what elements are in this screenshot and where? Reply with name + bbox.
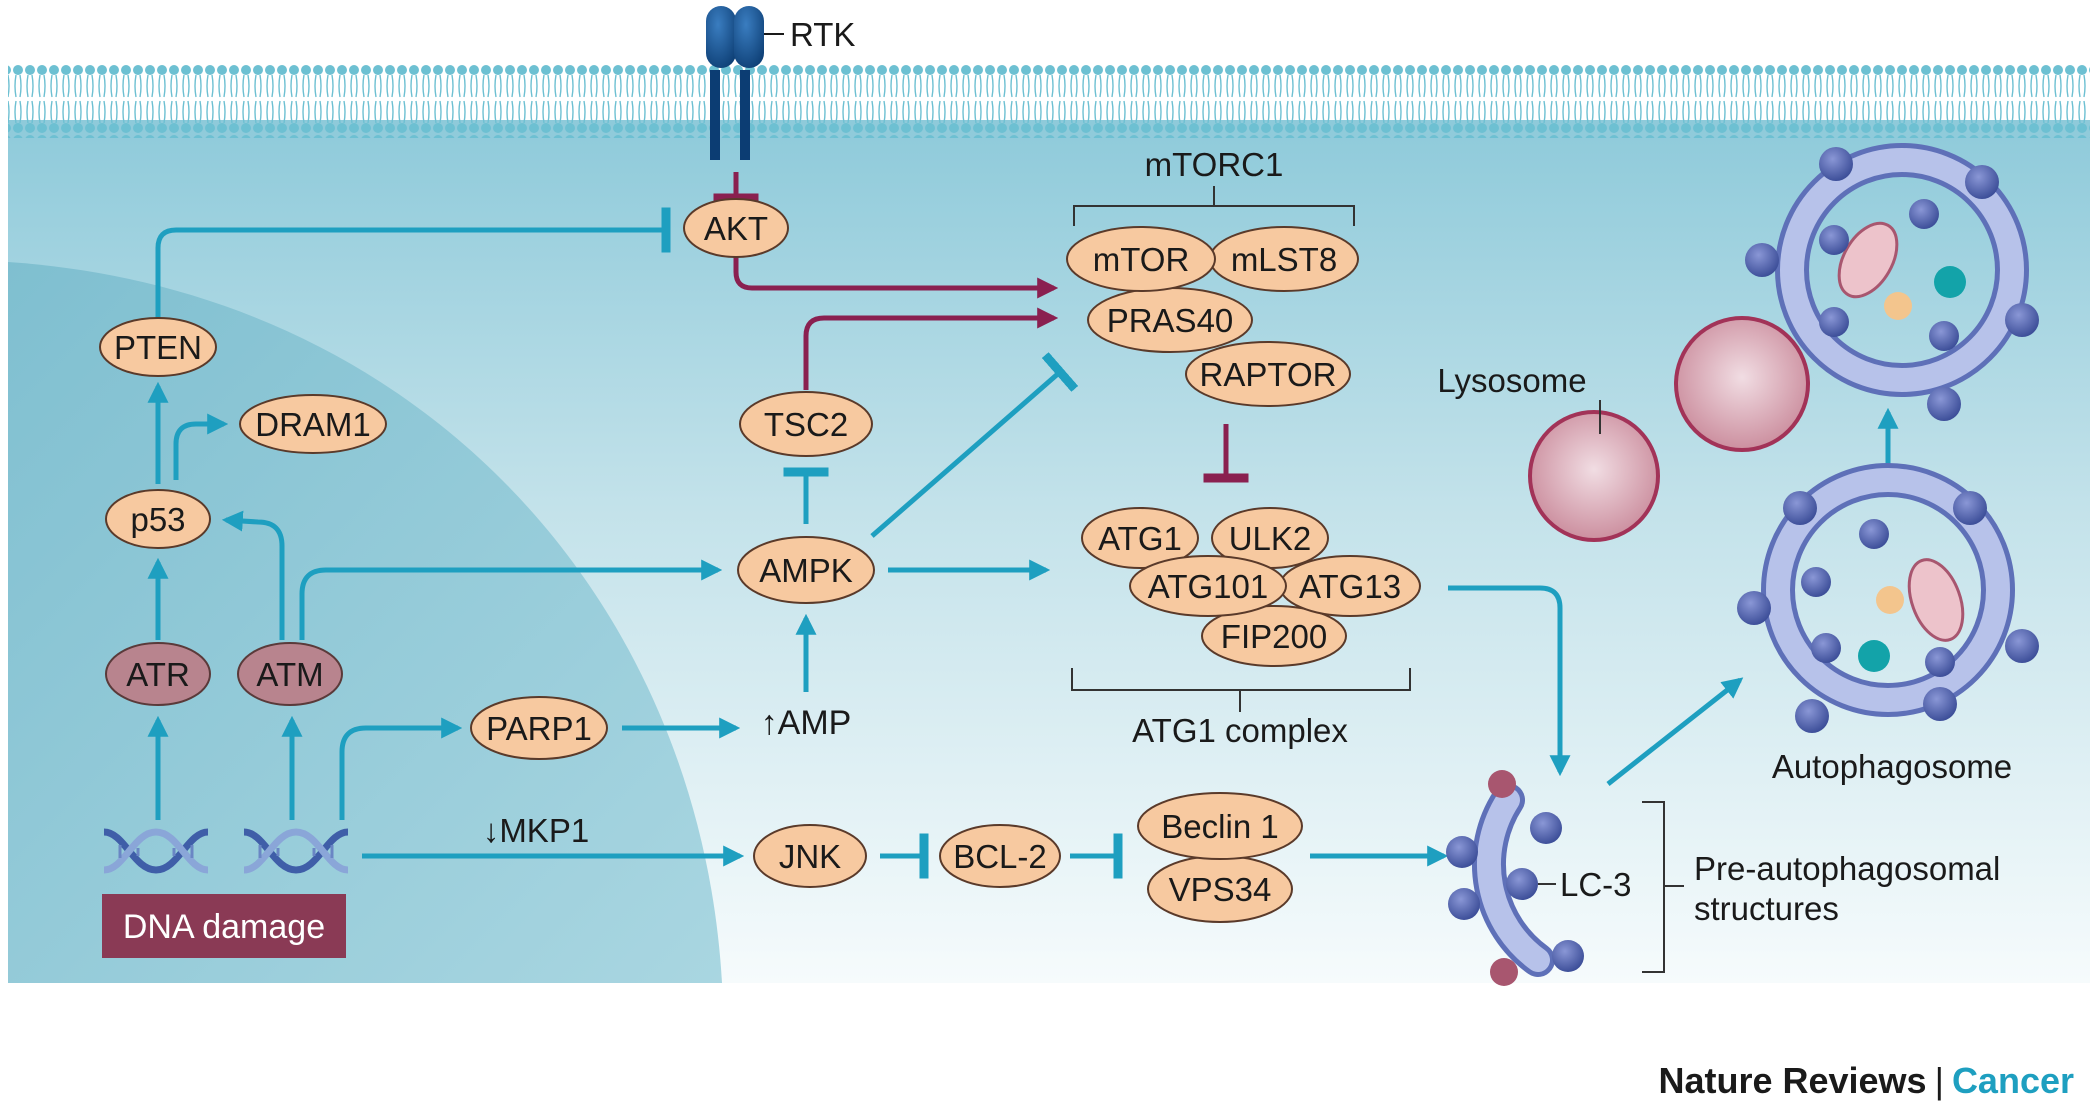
atg1-label: ATG1 [1098, 520, 1182, 557]
pten-to-akt-inhibition [155, 207, 671, 320]
autolysosome-icon [1674, 143, 2039, 452]
atm-to-p53-arrow [221, 510, 285, 640]
lysosome-icon [1528, 400, 1660, 542]
phagophore-to-autophagosome-arrow [1606, 677, 1744, 786]
phagophore-icon [1446, 770, 1584, 986]
atr-node: ATR [105, 642, 211, 706]
atg13-label: ATG13 [1299, 568, 1401, 605]
atg1-to-phagophore-arrow [1448, 585, 1571, 777]
fip200-node [1201, 605, 1347, 667]
ampk-label: AMPK [759, 552, 853, 589]
dna-to-parp1-arrow [339, 717, 463, 820]
akt-to-mtorc1-arrow [733, 257, 1059, 299]
tsc2-node: TSC2 [739, 391, 873, 457]
journal-section: Cancer [1951, 1060, 2074, 1101]
beclin1-label: Beclin 1 [1161, 808, 1278, 845]
pras40-label: PRAS40 [1107, 302, 1234, 339]
amp-label: ↑AMP [761, 704, 852, 742]
jnk-label: JNK [779, 838, 841, 875]
raptor-label: RAPTOR [1200, 356, 1337, 393]
tsc2-to-mtorc1-arrow [803, 307, 1059, 390]
dram1-node: DRAM1 [239, 394, 387, 454]
atg1-node [1081, 507, 1199, 569]
bcl2-node: BCL-2 [939, 824, 1061, 888]
atg101-node [1129, 555, 1287, 617]
mtorc1-title: mTORC1 [1145, 146, 1284, 183]
jnk-node: JNK [753, 824, 867, 888]
atg101-label: ATG101 [1148, 568, 1268, 605]
rtk-receptor-icon [706, 6, 784, 160]
raptor-node [1185, 341, 1351, 407]
akt-label: AKT [704, 210, 768, 247]
vps34-node: VPS34 [1147, 855, 1293, 923]
plasma-membrane [8, 64, 2090, 138]
pre-autophagosomal-label-1: Pre-autophagosomal [1694, 850, 2000, 887]
journal-credit: Nature Reviews|Cancer [1658, 1060, 2074, 1102]
mtorc1-bracket [1073, 186, 1355, 226]
p53-to-dram1-arrow [173, 413, 229, 480]
bcl2-label: BCL-2 [953, 838, 1047, 875]
dna-damage-label: DNA damage [123, 908, 325, 946]
credit-separator: | [1934, 1060, 1944, 1101]
tsc2-label: TSC2 [764, 406, 848, 443]
atm-to-ampk-arrow [299, 559, 723, 640]
vps34-label: VPS34 [1169, 871, 1272, 908]
atg1-bracket [1071, 668, 1411, 712]
mtor-label: mTOR [1093, 241, 1190, 278]
autophagosome-icon [1737, 463, 2039, 733]
autophagosome-label: Autophagosome [1772, 748, 2012, 785]
nucleus [8, 262, 722, 983]
mtor-node [1066, 226, 1216, 292]
atg1-complex-title: ATG1 complex [1132, 712, 1348, 749]
atm-label: ATM [256, 656, 323, 693]
mlst8-label: mLST8 [1231, 241, 1337, 278]
pten-node: PTEN [99, 317, 217, 377]
atr-label: ATR [126, 656, 190, 693]
fip200-label: FIP200 [1221, 618, 1327, 655]
journal-name: Nature Reviews [1658, 1060, 1927, 1101]
lc3-label: LC-3 [1560, 866, 1632, 903]
p53-label: p53 [130, 501, 185, 538]
pten-label: PTEN [114, 329, 202, 366]
dram1-label: DRAM1 [255, 406, 371, 443]
akt-node: AKT [683, 198, 789, 258]
atg1-complex: FIP200 ATG1 ULK2 ATG13 ATG101 ATG1 compl… [1071, 507, 1421, 749]
atm-node: ATM [237, 642, 343, 706]
rtk-label: RTK [790, 16, 855, 53]
ampk-to-mtorc1-inhibition [870, 352, 1079, 538]
lysosome-label: Lysosome [1437, 362, 1586, 399]
mtorc1-complex: mTORC1 RAPTOR PRAS40 mLST8 mTOR [1066, 146, 1359, 407]
dna-damage-box [102, 894, 346, 958]
p53-node: p53 [105, 489, 211, 549]
parp1-label: PARP1 [486, 710, 592, 747]
dna-helix-icon [103, 828, 209, 874]
mkp1-label: ↓MKP1 [483, 812, 589, 849]
ampk-node: AMPK [737, 536, 875, 604]
dna-helix-icon [243, 828, 349, 874]
ulk2-label: ULK2 [1229, 520, 1312, 557]
pre-autophagosomal-bracket [1642, 801, 1684, 973]
pre-autophagosomal-label-2: structures [1694, 890, 1839, 927]
beclin1-node: Beclin 1 [1137, 792, 1303, 860]
parp1-node: PARP1 [470, 696, 608, 760]
